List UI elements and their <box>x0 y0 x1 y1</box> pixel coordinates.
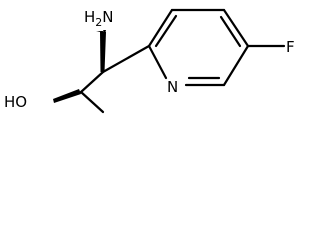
hydroxyl-label: HO <box>4 93 27 111</box>
ring-bond-c4-c5 <box>222 8 250 48</box>
ring-bond-c2-c3 <box>147 8 174 48</box>
wedge-c3-oh <box>53 89 81 103</box>
wedge-c1-amine <box>100 32 106 72</box>
fluorine-label: F <box>286 38 295 56</box>
bond-c1-c3 <box>79 70 105 94</box>
bond-c1-cring <box>101 44 151 74</box>
ring-bond-c2-c3-inner <box>154 14 178 48</box>
bond-c3-methyl <box>79 90 105 114</box>
ring-bond-c5-c6 <box>222 44 250 87</box>
ring-bond-c4-c5-inner <box>219 15 242 48</box>
amino-label: H2N <box>84 8 114 29</box>
ring-bond-n-c2 <box>147 44 168 80</box>
ring-nitrogen-label: N <box>167 78 178 96</box>
molecule-structure: H2N HO N F <box>4 8 295 114</box>
